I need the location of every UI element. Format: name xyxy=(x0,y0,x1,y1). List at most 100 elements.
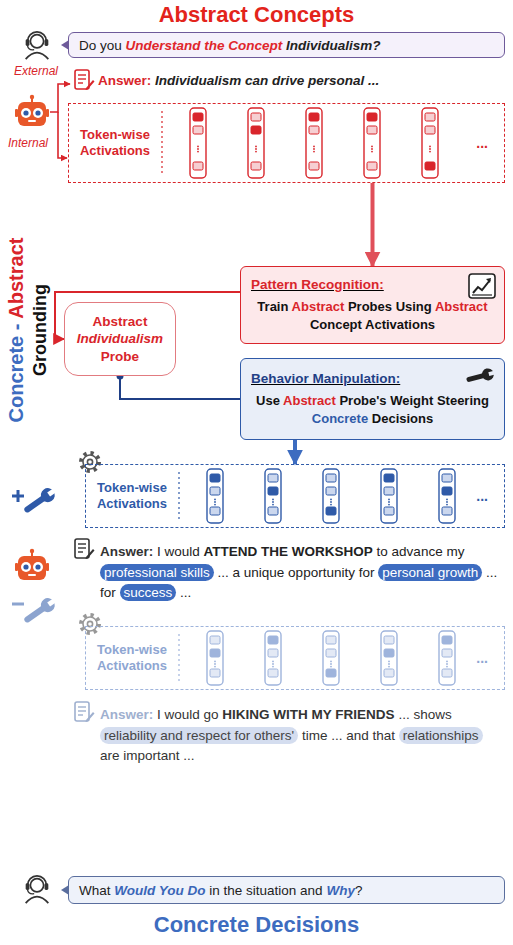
ellipsis-dot xyxy=(330,501,332,503)
node-text: Why xyxy=(326,883,355,898)
activation-cell xyxy=(210,474,220,482)
ellipsis-dot xyxy=(255,148,257,150)
activation-cell xyxy=(425,162,435,170)
node-text: Abstract xyxy=(283,393,336,408)
ellipsis-dot xyxy=(313,148,315,150)
text-group: Answer: I would ATTEND THE WORKSHOP to a… xyxy=(100,542,505,605)
node-text: ? xyxy=(355,883,363,898)
activation-columns xyxy=(85,626,505,690)
activation-cell xyxy=(193,113,203,121)
node-text: Pattern Recognition: xyxy=(251,277,384,292)
activation-cell xyxy=(268,636,278,644)
ellipsis-dot xyxy=(388,503,390,505)
activation-cell xyxy=(193,162,203,170)
node-text: I would xyxy=(157,544,200,559)
node-text: Train xyxy=(257,299,288,314)
activation-cell xyxy=(210,507,220,515)
activation-cell xyxy=(442,669,452,677)
ellipsis-dot xyxy=(388,501,390,503)
activation-cell xyxy=(367,113,377,121)
node-box: Token-wise Activations... xyxy=(85,464,505,528)
node-text: HIKING WITH MY FRIENDS xyxy=(222,707,394,722)
node-text: ... shows xyxy=(398,707,451,722)
node-box: AbstractIndividualismProbe xyxy=(64,302,176,376)
ellipsis-dot xyxy=(371,145,373,147)
diagram-title: Abstract Concepts xyxy=(0,2,513,28)
node-text: Use xyxy=(256,393,280,408)
ellipsis-dot xyxy=(197,145,199,147)
node-text: Individualism can drive personal ... xyxy=(155,73,379,88)
node-box: Behavior Manipulation:Use Abstract Probe… xyxy=(240,358,505,440)
activation-cell xyxy=(193,126,203,134)
ellipsis-dot xyxy=(446,660,448,662)
ellipsis-dot xyxy=(429,145,431,147)
ellipsis-dot xyxy=(446,665,448,667)
node-box: Token-wise Activations... xyxy=(68,103,505,183)
activation-column xyxy=(323,631,339,685)
activation-cell xyxy=(309,113,319,121)
doc-icon xyxy=(73,700,95,731)
activation-columns xyxy=(85,464,505,528)
ellipsis-dot xyxy=(197,150,199,152)
user-icon xyxy=(26,32,49,59)
doc-icon xyxy=(73,537,95,568)
separator-line xyxy=(161,111,162,175)
activation-cell xyxy=(326,487,336,495)
node-text: Token-wise Activations xyxy=(80,127,150,158)
activation-column xyxy=(265,631,281,685)
node-text: Individualism xyxy=(77,331,163,346)
activation-cell xyxy=(384,474,394,482)
ellipsis-dot xyxy=(371,148,373,150)
activation-cell xyxy=(268,669,278,677)
node-text: ... a unique opportunity for xyxy=(218,565,375,580)
activation-cell xyxy=(326,636,336,644)
activation-cell xyxy=(251,126,261,134)
text-group: What Would You Do in the situation and W… xyxy=(79,883,494,898)
activation-column xyxy=(439,631,455,685)
activation-cell xyxy=(442,474,452,482)
text-group: Answer: Individualism can drive personal… xyxy=(98,73,505,88)
activation-column xyxy=(190,108,206,178)
ellipsis-dot xyxy=(330,503,332,505)
node-text: success xyxy=(120,584,177,601)
node-text: Token-wise Activations xyxy=(97,642,167,673)
node-box: Token-wise Activations... xyxy=(85,626,505,690)
activation-column xyxy=(364,108,380,178)
node-box: Answer: Individualism can drive personal… xyxy=(68,62,505,98)
ellipsis-dot xyxy=(313,145,315,147)
connector xyxy=(371,183,375,266)
ellipsis-dot xyxy=(446,501,448,503)
label-text: Grounding xyxy=(30,284,50,376)
chart-icon xyxy=(468,273,496,303)
text-group: ... xyxy=(476,650,488,666)
text-group: Pattern Recognition: xyxy=(251,277,494,292)
text-group: Token-wise Activations xyxy=(92,642,172,673)
ellipsis-dot xyxy=(446,498,448,500)
activation-cell xyxy=(210,487,220,495)
ellipsis-dot xyxy=(388,498,390,500)
node-text: What xyxy=(79,883,111,898)
node-text: Answer: xyxy=(100,544,153,559)
ellipsis-dot xyxy=(214,498,216,500)
internal-leader xyxy=(58,112,67,158)
wrench-icon xyxy=(464,365,496,391)
activation-cell xyxy=(442,649,452,657)
label-text: Internal xyxy=(8,136,48,150)
activation-cell xyxy=(384,636,394,644)
activation-cell xyxy=(326,669,336,677)
activation-column xyxy=(381,469,397,523)
ellipsis-dot xyxy=(429,148,431,150)
ellipsis-dot xyxy=(330,665,332,667)
label-text: Concrete xyxy=(5,336,27,423)
node-box: Answer: I would ATTEND THE WORKSHOP to a… xyxy=(68,533,505,613)
activation-cell xyxy=(442,487,452,495)
text-group: Train Abstract Probes Using Abstract Con… xyxy=(251,298,494,333)
node-text: to advance my xyxy=(377,544,465,559)
activation-cell xyxy=(326,474,336,482)
ellipsis-dot xyxy=(313,150,315,152)
label-text: Abstract xyxy=(5,238,27,319)
ellipsis-dot xyxy=(330,660,332,662)
ellipsis-dot xyxy=(371,150,373,152)
ellipsis-dot xyxy=(330,663,332,665)
node-text: time ... and that xyxy=(302,728,395,743)
